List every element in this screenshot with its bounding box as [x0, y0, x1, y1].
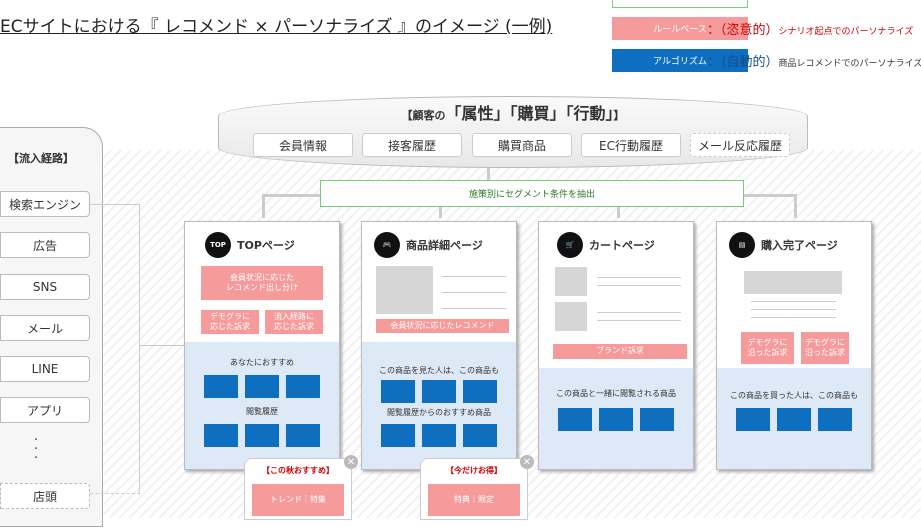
card-cart: 🛒 カートページ ブランド訴求 この商品と一緒に閲覧される商品	[538, 221, 694, 470]
legend-algo-swatch: アルゴリズム	[612, 49, 748, 72]
inflow-connector	[140, 345, 184, 346]
inflow-ads: 広告	[0, 232, 90, 258]
popup-title: 【今だけお得】	[446, 466, 502, 475]
rule-member-recommend: 会員状況に応じたレコメンド	[376, 319, 509, 333]
card-title: 商品詳細ページ	[406, 239, 483, 252]
legend-algo-desc: 商品レコメンドでのパーソナライズ	[778, 59, 921, 69]
connector	[487, 168, 490, 182]
rule-demographic: デモグラに 応じた訴求	[201, 310, 259, 334]
arrow-top	[262, 194, 265, 218]
popup-body: トレンド｜特集	[252, 484, 344, 516]
algo-items-row	[185, 375, 339, 398]
legend-algo-main: ：（自動的）	[707, 55, 779, 70]
product-image-placeholder	[376, 266, 433, 314]
inflow-store: 店頭	[0, 483, 90, 509]
inflow-mail: メール	[0, 315, 90, 341]
close-icon[interactable]: ✕	[520, 455, 534, 469]
card-title: カートページ	[589, 239, 655, 252]
chip-mail-response: メール反応履歴	[690, 133, 790, 157]
popup-autumn: 【この秋おすすめ】 トレンド｜特集 ✕	[244, 455, 358, 520]
label-bought-also: この商品を買った人は、この商品も	[730, 391, 858, 400]
page-title: ECサイトにおける『 レコメンド × パーソナライズ 』のイメージ (一例)	[0, 17, 553, 37]
label-browse-history: 閲覧履歴	[246, 407, 278, 416]
legend-segment-swatch	[612, 0, 748, 8]
algo-items-row	[362, 380, 516, 403]
segment-extraction-box: 施策別にセグメント条件を抽出	[320, 180, 744, 207]
gamepad-icon: 🎮	[374, 232, 400, 258]
summary-placeholder	[744, 271, 842, 294]
label-history-recommend: 閲覧履歴からのおすすめ商品	[387, 408, 491, 417]
card-purchase-complete: ▤ 購入完了ページ デモグラに 沿った訴求 デモグラに 沿った訴求 この商品を買っ…	[716, 221, 872, 470]
algo-items-row	[185, 424, 339, 447]
inflow-app: アプリ	[0, 397, 90, 423]
item-image-placeholder	[555, 302, 587, 331]
card-top-page: TOP TOPページ 会員状況に応じた レコメンド出し分け デモグラに 応じた訴求…	[184, 221, 340, 470]
card-title: 購入完了ページ	[761, 239, 838, 252]
label-viewed-together: この商品と一緒に閲覧される商品	[556, 389, 676, 398]
close-icon[interactable]: ✕	[344, 455, 358, 469]
popup-limited: 【今だけお得】 特典｜限定 ✕	[420, 455, 534, 520]
legend-rule-desc: シナリオ起点でのパーソナライズ	[778, 27, 914, 37]
rule-member-recommend: 会員状況に応じた レコメンド出し分け	[201, 266, 323, 300]
inflow-connector	[90, 204, 140, 494]
rule-brand-appeal: ブランド訴求	[553, 344, 687, 359]
cart-icon: 🛒	[557, 232, 583, 258]
item-image-placeholder	[555, 267, 587, 296]
legend-rule-swatch: ルールベース	[612, 17, 748, 40]
card-product-detail: 🎮 商品詳細ページ 会員状況に応じたレコメンド この商品を見た人は、この商品も 閲…	[361, 221, 517, 470]
top-icon: TOP	[205, 232, 231, 258]
label-viewed-also: この商品を見た人は、この商品も	[379, 366, 499, 375]
card-title: TOPページ	[237, 239, 295, 252]
inflow-search-engine: 検索エンジン	[0, 191, 90, 217]
inflow-heading: 【流入経路】	[8, 152, 74, 165]
register-icon: ▤	[729, 232, 755, 258]
chip-service-history: 接客履歴	[362, 133, 462, 157]
rule-demographic: デモグラに 沿った訴求	[801, 332, 849, 364]
algo-items-row	[362, 424, 516, 447]
chip-member-info: 会員情報	[253, 133, 353, 157]
algo-items-row	[539, 408, 693, 431]
rule-demographic: デモグラに 沿った訴求	[741, 332, 794, 364]
arrow-purchase	[794, 194, 797, 218]
label-for-you: あなたにおすすめ	[230, 358, 294, 367]
chip-purchased-items: 購買商品	[472, 133, 572, 157]
inflow-line: LINE	[0, 356, 90, 382]
legend-rule-main: ：（恣意的）	[707, 23, 779, 38]
algo-items-row	[717, 408, 871, 431]
inflow-sns: SNS	[0, 274, 90, 300]
inflow-more-dots: ・ ・ ・	[32, 435, 40, 462]
popup-body: 特典｜限定	[428, 484, 520, 516]
popup-title: 【この秋おすすめ】	[262, 466, 334, 475]
chip-ec-behavior: EC行動履歴	[581, 133, 681, 157]
rule-inflow: 流入経路に 応じた訴求	[265, 310, 323, 334]
customer-heading: 【顧客の「属性」「購買」「行動」】	[401, 104, 625, 123]
